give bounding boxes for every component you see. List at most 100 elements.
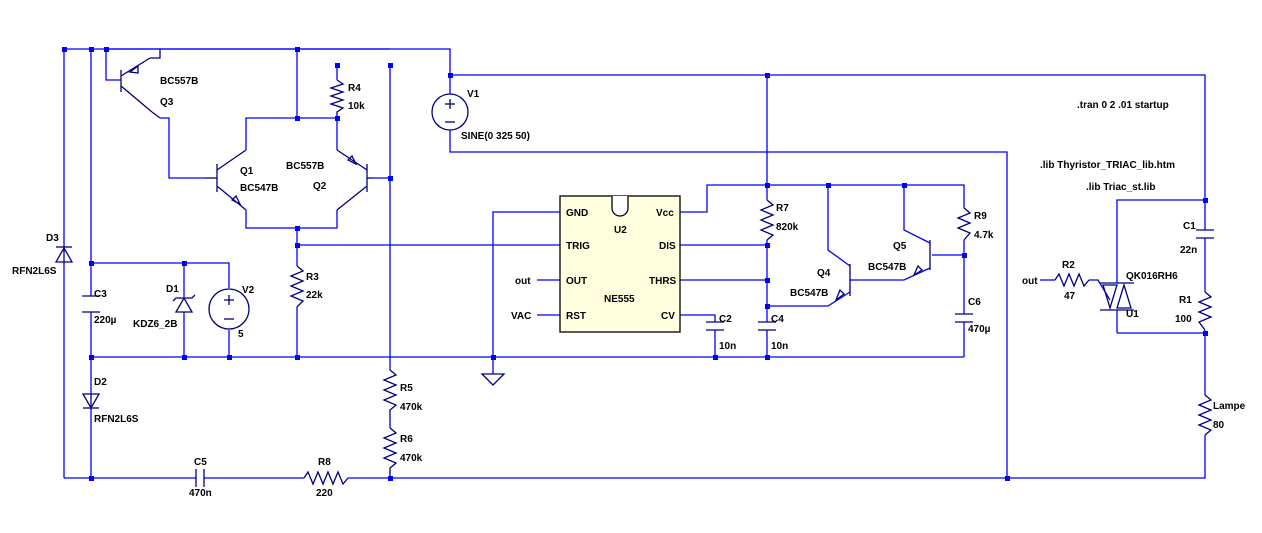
- r6-value-label: 470k: [400, 453, 423, 464]
- u1-triac: [1100, 282, 1134, 311]
- u1-model-label: QK016RH6: [1126, 271, 1178, 282]
- r3-name-label: R3: [306, 272, 319, 283]
- u2-pin-rst: RST: [566, 311, 586, 322]
- wire-q4-emitter: [767, 291, 851, 307]
- u2-pin-thrs: THRS: [649, 276, 677, 287]
- wire-q5-collector: [903, 185, 931, 244]
- v1-name-label: V1: [467, 89, 480, 100]
- r6-name-label: R6: [400, 434, 413, 445]
- c3-capacitor: [82, 295, 100, 313]
- c3-value-label: 220µ: [94, 315, 117, 326]
- lib-directive-1: .lib Thyristor_TRIAC_lib.htm: [1040, 160, 1175, 171]
- q4-transistor: [834, 264, 852, 302]
- v1-voltage-source: [431, 93, 469, 131]
- q2-model-label: BC557B: [286, 161, 324, 172]
- q4-model-label: BC547B: [790, 288, 828, 299]
- c5-name-label: C5: [194, 457, 207, 468]
- q3-name-label: Q3: [160, 97, 174, 108]
- r2-name-label: R2: [1062, 260, 1075, 271]
- q2-name-label: Q2: [313, 181, 327, 192]
- q2-transistor: [336, 149, 373, 211]
- d1-model-label: KDZ6_2B: [133, 319, 177, 330]
- net-label-vac-left: VAC: [511, 311, 531, 322]
- r6-resistor: [382, 427, 398, 478]
- c4-name-label: C4: [771, 314, 784, 325]
- r1-value-label: 100: [1175, 314, 1192, 325]
- junctions: [62, 47, 1208, 481]
- r7-resistor: [759, 199, 775, 241]
- d2-name-label: D2: [94, 377, 107, 388]
- c2-value-label: 10n: [719, 341, 736, 352]
- c2-name-label: C2: [719, 314, 732, 325]
- r7-name-label: R7: [776, 203, 789, 214]
- q3-transistor: [120, 49, 161, 119]
- d1-zener-diode: [172, 294, 196, 313]
- lampe-resistor: [1197, 394, 1213, 436]
- r7-value-label: 820k: [776, 222, 799, 233]
- c4-value-label: 10n: [771, 341, 788, 352]
- u2-pin-vcc: Vcc: [656, 208, 674, 219]
- c1-name-label: C1: [1183, 221, 1196, 232]
- q1-name-label: Q1: [240, 166, 254, 177]
- wire-gnd-pin: [492, 211, 560, 357]
- r9-value-label: 4.7k: [974, 230, 994, 241]
- r3-value-label: 22k: [306, 290, 323, 301]
- wire-q1q2-emitters: [245, 210, 338, 229]
- u2-pin-dis: DIS: [659, 241, 676, 252]
- r9-resistor: [956, 207, 972, 241]
- d2-diode: [81, 393, 101, 410]
- q4-name-label: Q4: [817, 268, 831, 279]
- u2-pin-out: OUT: [566, 276, 587, 287]
- r2-resistor: [1054, 272, 1090, 288]
- u1-name-label: U1: [1126, 309, 1139, 320]
- r5-name-label: R5: [400, 383, 413, 394]
- d3-diode: [54, 245, 74, 265]
- c6-capacitor: [955, 313, 973, 323]
- wire-cv: [680, 314, 716, 322]
- q5-model-label: BC547B: [868, 262, 906, 273]
- r9-name-label: R9: [974, 211, 987, 222]
- c5-capacitor: [195, 469, 205, 487]
- r4-value-label: 10k: [348, 101, 365, 112]
- c5-value-label: 470n: [189, 488, 212, 499]
- r3-resistor: [289, 265, 305, 308]
- r5-value-label: 470k: [400, 402, 423, 413]
- wire-top-rail: [64, 48, 451, 95]
- c6-name-label: C6: [968, 297, 981, 308]
- d3-name-label: D3: [46, 233, 59, 244]
- d3-model-label: RFN2L6S: [12, 266, 57, 277]
- lampe-name-label: Lampe: [1213, 401, 1246, 412]
- r1-resistor: [1197, 291, 1213, 331]
- r8-resistor: [303, 470, 349, 486]
- d2-model-label: RFN2L6S: [94, 414, 139, 425]
- wire-q3-q1: [160, 117, 205, 179]
- r5-resistor: [382, 369, 398, 420]
- v2-value-label: 5: [238, 329, 244, 340]
- r8-name-label: R8: [318, 457, 331, 468]
- q1-transistor: [205, 149, 247, 211]
- lampe-value-label: 80: [1213, 420, 1225, 431]
- v2-voltage-source: [208, 288, 250, 330]
- c3-name-label: C3: [94, 289, 107, 300]
- r8-value-label: 220: [316, 488, 333, 499]
- u2-pin-gnd: GND: [566, 208, 588, 219]
- lib-directive-2: .lib Triac_st.lib: [1086, 182, 1155, 193]
- q5-name-label: Q5: [893, 241, 907, 252]
- wire-q5-emitter: [852, 267, 931, 281]
- net-label-out-right: out: [1022, 276, 1038, 287]
- q5-transistor: [912, 240, 931, 277]
- r4-resistor: [328, 79, 346, 118]
- c2-capacitor: [706, 321, 724, 331]
- u2-pin-trig: TRIG: [566, 241, 590, 252]
- wires: [63, 48, 1206, 479]
- c4-capacitor: [758, 321, 776, 331]
- c1-value-label: 22n: [1180, 245, 1197, 256]
- wire-triac-mt2: [1116, 199, 1205, 283]
- c1-capacitor: [1196, 229, 1214, 239]
- net-label-out-left: out: [515, 276, 531, 287]
- tran-directive: .tran 0 2 .01 startup: [1077, 100, 1169, 111]
- wire-v1-neg: [449, 130, 1008, 478]
- v2-name-label: V2: [242, 285, 255, 296]
